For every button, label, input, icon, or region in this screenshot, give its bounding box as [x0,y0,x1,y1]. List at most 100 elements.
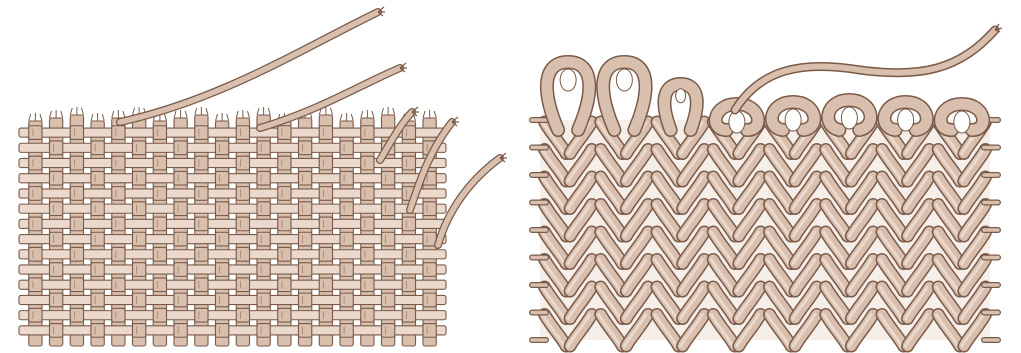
warp-fray [91,113,104,121]
warp-over [402,247,415,261]
warp-over [257,263,270,277]
warp-over [257,293,270,307]
warp-over [112,217,125,231]
warp-over [361,217,374,231]
warp-over [402,156,415,170]
warp-over [340,293,353,307]
warp-over [215,293,228,307]
warp-over [319,126,332,140]
warp-fray [340,113,353,121]
warp-fray [174,110,187,118]
warp-over [195,126,208,140]
warp-over [278,126,291,140]
warp-over [91,293,104,307]
warp-over [215,263,228,277]
warp-over [174,141,187,155]
knitted-fabric-panel [532,24,1002,346]
warp-over [132,232,145,246]
warp-over [112,126,125,140]
knit-loop-hole [954,111,970,133]
warp-fray [423,110,436,118]
warp-over [91,263,104,277]
warp-over [402,308,415,322]
warp-over [132,141,145,155]
warp-over [91,232,104,246]
warp-over [236,278,249,292]
warp-over [91,202,104,216]
warp-over [112,156,125,170]
warp-over [381,232,394,246]
knit-loop-hole [616,69,632,91]
warp-over [361,278,374,292]
warp-over [29,308,42,322]
warp-over [361,156,374,170]
warp-over [423,324,436,338]
warp-over [278,187,291,201]
warp-over [298,293,311,307]
warp-over [70,156,83,170]
warp-over [29,126,42,140]
warp-over [70,187,83,201]
warp-over [361,187,374,201]
warp-over [195,308,208,322]
warp-over [174,263,187,277]
warp-over [29,217,42,231]
warp-over [153,187,166,201]
warp-over [215,141,228,155]
warp-over [340,171,353,185]
warp-over [402,278,415,292]
warp-over [132,171,145,185]
warp-over [381,293,394,307]
warp-over [174,171,187,185]
warp-over [257,141,270,155]
woven-fabric-panel [19,7,507,346]
warp-over [195,278,208,292]
warp-fray [112,110,125,118]
warp-over [112,187,125,201]
warp-over [174,324,187,338]
warp-over [340,202,353,216]
warp-over [215,171,228,185]
warp-over [91,324,104,338]
warp-over [361,308,374,322]
warp-over [153,278,166,292]
warp-over [49,171,62,185]
warp-fray [361,110,374,118]
warp-over [319,187,332,201]
warp-over [340,232,353,246]
warp-over [381,171,394,185]
warp-over [319,278,332,292]
warp-over [70,217,83,231]
warp-over [361,126,374,140]
warp-over [70,247,83,261]
warp-over [132,202,145,216]
warp-over [423,202,436,216]
warp-fray [381,107,394,115]
warp-fray [215,113,228,121]
warp-over [236,126,249,140]
knit-loop-hole [676,89,686,103]
warp-over [319,308,332,322]
loose-yarn-outline [438,158,500,245]
warp-over [70,126,83,140]
loose-yarn [120,12,378,122]
knit-loop-hole [729,111,745,133]
warp-fray [195,107,208,115]
warp-over [381,263,394,277]
warp-over [278,278,291,292]
warp-over [340,324,353,338]
warp-over [215,324,228,338]
warp-over [278,247,291,261]
warp-over [319,247,332,261]
warp-over [49,293,62,307]
warp-over [423,293,436,307]
warp-over [298,202,311,216]
warp-over [153,217,166,231]
warp-fray [236,110,249,118]
warp-fray [257,107,270,115]
warp-over [278,308,291,322]
warp-over [236,187,249,201]
warp-over [215,232,228,246]
warp-over [174,202,187,216]
warp-fray [70,107,83,115]
